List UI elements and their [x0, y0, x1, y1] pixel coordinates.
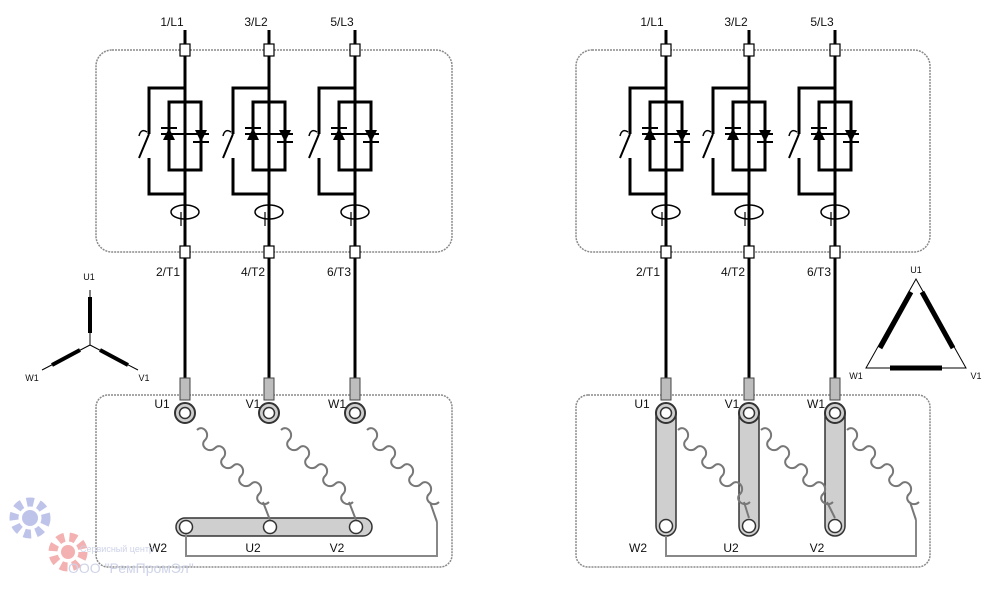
input-label: 3/L2	[724, 15, 748, 29]
motor-terminal-label: W1	[328, 397, 346, 411]
motor-terminal-label: W1	[807, 397, 825, 411]
schema-label: V1	[138, 373, 149, 383]
input-label: 3/L2	[244, 15, 268, 29]
watermark-text: ООО "РемПромЭл"	[68, 560, 194, 576]
schema-label: V1	[970, 371, 981, 381]
star-schema: U1 W1 V1	[25, 272, 149, 383]
output-label: 6/T3	[327, 265, 351, 279]
softstarter-housing	[95, 49, 453, 253]
output-label: 4/T2	[241, 265, 265, 279]
output-label: 6/T3	[807, 265, 831, 279]
watermark-text: Сервисный центр	[80, 544, 154, 554]
input-label: 1/L1	[160, 15, 184, 29]
motor-terminal-label: V1	[725, 397, 740, 411]
motor-terminal-label: U2	[723, 541, 739, 555]
schema-label: W1	[25, 373, 39, 383]
input-label: 5/L3	[810, 15, 834, 29]
schema-label: U1	[83, 272, 95, 282]
output-label: 4/T2	[721, 265, 745, 279]
motor-terminal-label: V2	[810, 541, 825, 555]
motor-terminal-label: V1	[246, 397, 261, 411]
output-label: 2/T1	[156, 265, 180, 279]
motor-terminal-label: V2	[330, 541, 345, 555]
motor-terminal-label: U1	[154, 397, 170, 411]
schema-label: U1	[910, 265, 922, 275]
watermark-logo: Сервисный центр ООО "РемПромЭл"	[9, 497, 194, 576]
input-label: 1/L1	[640, 15, 664, 29]
input-label: 5/L3	[330, 15, 354, 29]
starter-diagram-delta: 1/L1 3/L2 5/L3 2/T1 4/T2 6/T3	[575, 15, 982, 568]
motor-terminal-label: U2	[245, 541, 261, 555]
motor-terminal-label: W2	[629, 541, 647, 555]
softstarter-housing	[575, 49, 931, 253]
starter-diagram-star: 1/L1 3/L2 5/L3 2/T1 4/T2 6/T3	[25, 15, 453, 568]
gear-icon	[9, 497, 51, 539]
gear-icon	[48, 532, 88, 572]
motor-terminal-label: U1	[634, 397, 650, 411]
delta-schema: U1 W1 V1	[849, 265, 981, 381]
output-label: 2/T1	[636, 265, 660, 279]
motor-terminal-label: W2	[149, 541, 167, 555]
schema-label: W1	[849, 371, 863, 381]
